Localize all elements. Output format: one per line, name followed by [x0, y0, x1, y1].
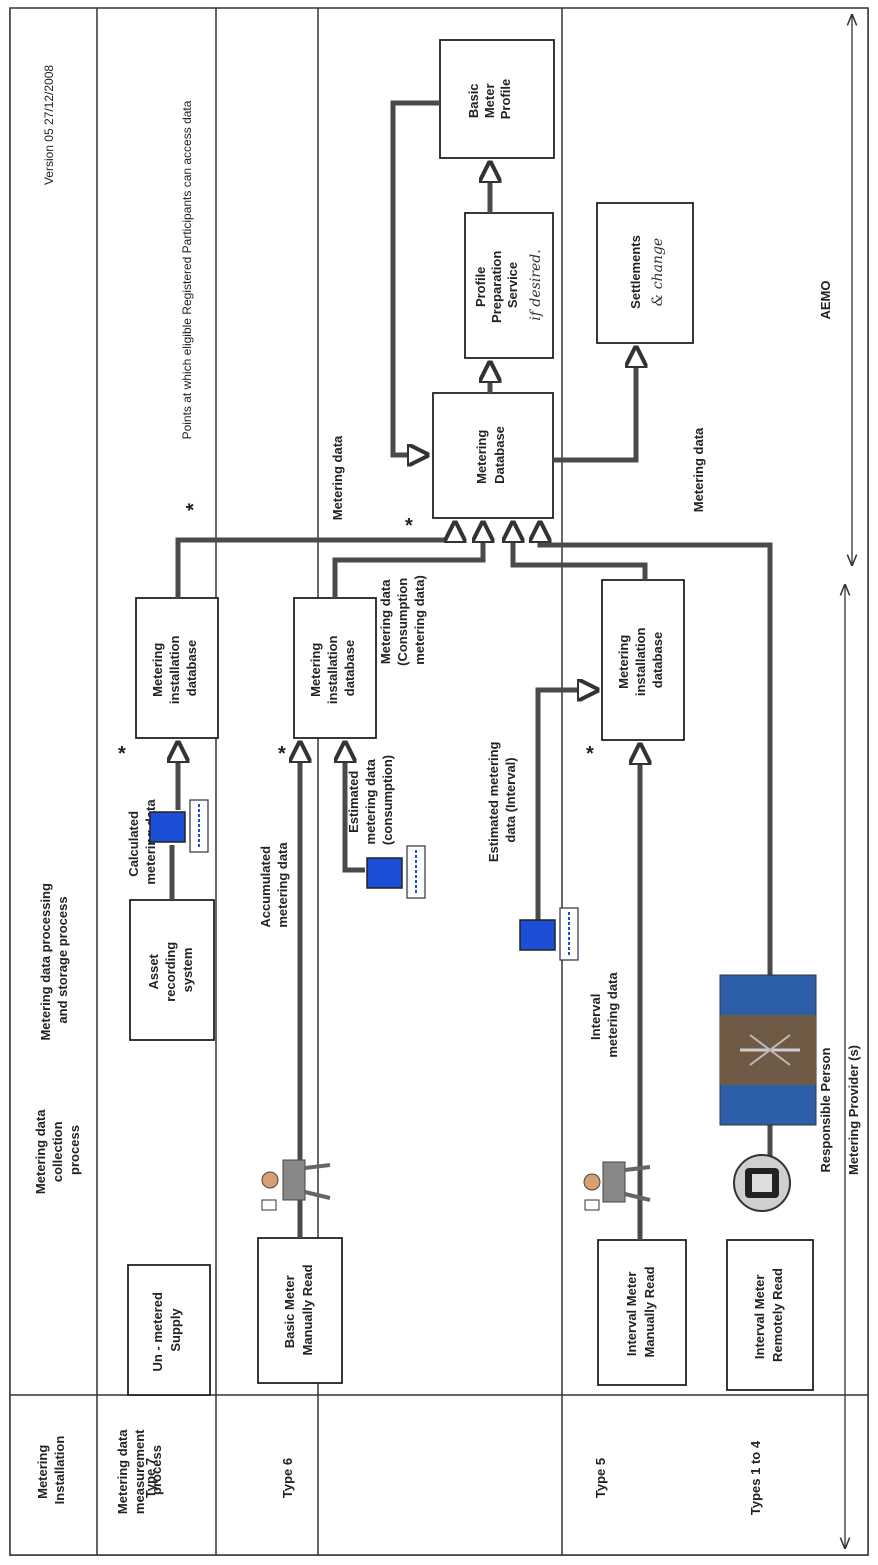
- asterisk-db-icon: *: [405, 515, 413, 537]
- version-text: Version 05 27/12/2008: [42, 65, 56, 185]
- box-basic-meter-manual: Basic Meter Manually Read: [258, 1238, 342, 1383]
- telephone-icon: [734, 1155, 790, 1211]
- mid-1-label: Metering installation database: [150, 632, 199, 704]
- box-asset-recording: Asset recording system: [130, 900, 214, 1040]
- profile-prep-handwritten-note: if desired.: [528, 249, 544, 320]
- type7-text: Type 7: [143, 1458, 158, 1498]
- role-metering-provider: Metering Provider (s): [846, 1045, 861, 1175]
- box-mid-2: Metering installation database: [294, 598, 376, 738]
- label-metering-data-bottom: Metering data: [691, 427, 706, 512]
- box-unmetered: Un - metered Supply: [128, 1265, 210, 1395]
- legend-text-label: Points at which eligible Registered Part…: [180, 100, 194, 439]
- asterisk-mid2-icon: *: [278, 743, 286, 765]
- types1to4-text: Types 1 to 4: [748, 1440, 763, 1515]
- box-interval-meter-remote: Interval Meter Remotely Read: [727, 1240, 813, 1390]
- label-metering-data-top: Metering data: [330, 435, 345, 520]
- role-responsible-person: Responsible Person: [818, 1047, 833, 1172]
- mid-2-label: Metering installation database: [308, 632, 357, 704]
- box-mid-3: Metering installation database: [602, 580, 684, 740]
- role-aemo: AEMO: [818, 281, 833, 320]
- box-metering-database: Metering Database: [433, 393, 553, 518]
- type5-text: Type 5: [593, 1458, 608, 1498]
- basic-meter-profile-label: Basic Meter Profile: [466, 79, 513, 119]
- label-estimated-consumption: Estimated metering data (consumption): [346, 755, 395, 845]
- box-mid-1: Metering installation database: [136, 598, 218, 738]
- mid-3-label: Metering installation database: [616, 624, 665, 696]
- settlements-label: Settlements: [628, 235, 643, 309]
- box-profile-prep: Profile Preparation Service if desired.: [465, 213, 553, 358]
- box-interval-meter-manual: Interval Meter Manually Read: [598, 1240, 686, 1385]
- box-basic-meter-profile: Basic Meter Profile: [440, 40, 554, 158]
- legend-asterisk-icon: *: [183, 503, 205, 511]
- settlements-handwritten-note: & change: [650, 238, 666, 306]
- asterisk-mid1-icon: *: [118, 743, 126, 765]
- label-metering-data-consumption: Metering data (Consumption metering data…: [378, 574, 427, 666]
- transmission-tower-image: [720, 975, 816, 1125]
- box-settlements: Settlements & change: [597, 203, 693, 343]
- type6-text: Type 6: [280, 1458, 295, 1498]
- asterisk-mid3-icon: *: [586, 743, 594, 765]
